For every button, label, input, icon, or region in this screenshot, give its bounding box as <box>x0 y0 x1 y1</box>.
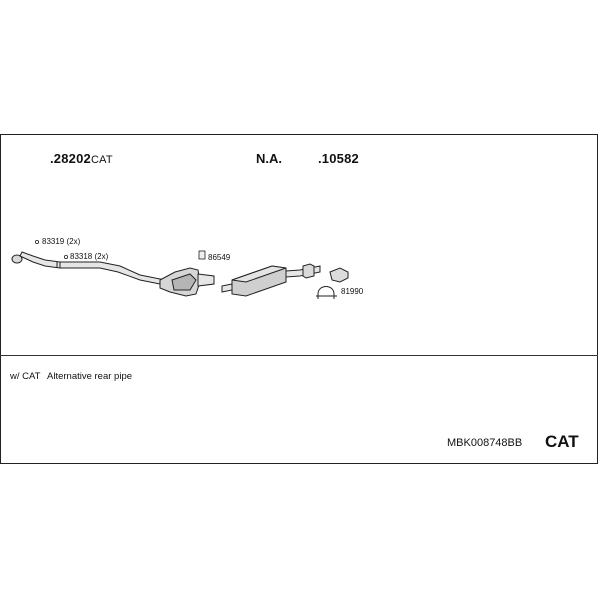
diagram-frame <box>0 134 598 464</box>
part-number-secondary: .10582 <box>318 151 359 166</box>
cat-badge: CAT <box>545 432 579 451</box>
catalytic-converter <box>159 267 215 297</box>
clamp <box>316 286 337 299</box>
part-number-primary-suffix: CAT <box>90 154 113 166</box>
middle-muffler <box>221 265 287 297</box>
callout-86549: 86549 <box>208 253 231 262</box>
na-label: N.A. <box>256 151 282 166</box>
variant-note: w/ CAT <box>10 371 41 382</box>
notes-divider <box>0 355 598 356</box>
kit-code: MBK008748BB <box>447 437 523 449</box>
part-number-primary: .28202CAT <box>50 151 113 166</box>
description-note: Alternative rear pipe <box>47 371 133 382</box>
hardware-bolt-icon <box>35 239 69 259</box>
callout-83319: 83319 (2x) <box>42 237 81 246</box>
part-number-primary-value: .28202 <box>50 151 91 166</box>
callout-83318: 83318 (2x) <box>70 252 109 261</box>
callout-81990: 81990 <box>341 287 364 296</box>
gasket-icon <box>198 250 206 260</box>
tail-pipe <box>329 267 349 283</box>
rear-pipe <box>285 263 321 279</box>
